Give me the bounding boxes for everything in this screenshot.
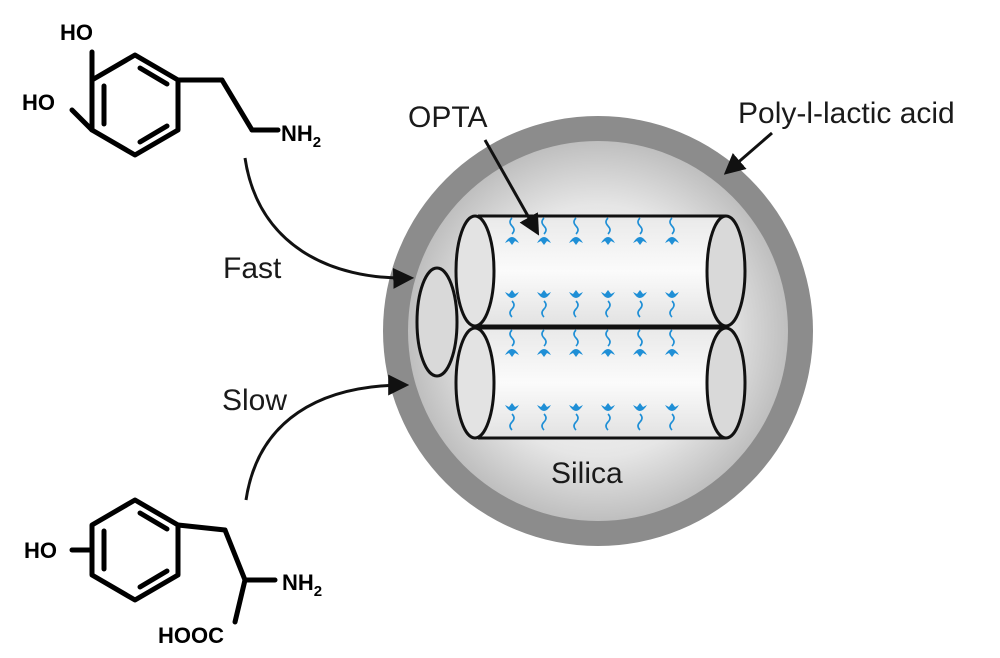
slow-uptake-arrow xyxy=(244,374,410,501)
opta-head xyxy=(665,403,679,411)
opta-tail xyxy=(605,217,611,235)
opta-tail xyxy=(637,413,643,431)
top-ho-1: HO xyxy=(60,20,93,45)
fast-uptake-arrow xyxy=(243,157,415,289)
opta-tail xyxy=(541,217,547,235)
opta-head xyxy=(537,237,551,245)
silica-label: Silica xyxy=(551,457,623,490)
opta-head xyxy=(633,237,647,245)
top-ho-2: HO xyxy=(22,90,55,115)
top-nh2: NH2 xyxy=(281,121,321,151)
opta-tail xyxy=(541,413,547,431)
opta-head xyxy=(505,290,519,298)
opta-head xyxy=(665,237,679,245)
opta-head xyxy=(505,403,519,411)
opta-tail xyxy=(605,300,611,318)
opta-head xyxy=(537,403,551,411)
opta-head xyxy=(665,290,679,298)
opta-head xyxy=(601,403,615,411)
fast-label: Fast xyxy=(223,252,282,285)
opta-head xyxy=(633,290,647,298)
opta-tail xyxy=(541,300,547,318)
pore-cylinder-lower xyxy=(454,326,747,440)
polymer-pointer-arrow xyxy=(723,131,773,175)
opta-tail xyxy=(541,329,547,347)
opta-head xyxy=(601,237,615,245)
bottom-nh2: NH2 xyxy=(282,570,322,600)
opta-tail xyxy=(509,300,515,318)
opta-head xyxy=(569,349,583,357)
opta-tail xyxy=(637,217,643,235)
polymer-label: Poly-l-lactic acid xyxy=(738,97,955,130)
opta-label: OPTA xyxy=(408,101,487,134)
bottom-ho: HO xyxy=(24,538,57,563)
opta-head xyxy=(505,349,519,357)
dopamine-structure: HO HO NH2 xyxy=(22,20,321,158)
opta-head xyxy=(505,237,519,245)
opta-tail xyxy=(573,300,579,318)
opta-tail xyxy=(509,413,515,431)
opta-head xyxy=(633,403,647,411)
opta-tail xyxy=(637,329,643,347)
opta-head xyxy=(665,349,679,357)
opta-tail xyxy=(509,329,515,347)
opta-tail xyxy=(669,329,675,347)
opta-tail xyxy=(509,217,515,235)
opta-tail xyxy=(637,300,643,318)
slow-label: Slow xyxy=(222,384,287,417)
opta-tail xyxy=(573,217,579,235)
opta-tail xyxy=(669,217,675,235)
opta-tail xyxy=(573,413,579,431)
pore-cylinder-upper xyxy=(454,214,747,328)
opta-head xyxy=(633,349,647,357)
opta-head xyxy=(569,403,583,411)
opta-head xyxy=(569,237,583,245)
opta-head xyxy=(537,290,551,298)
opta-tail xyxy=(573,329,579,347)
opta-head xyxy=(601,290,615,298)
opta-tail xyxy=(669,413,675,431)
opta-receptors xyxy=(505,217,679,431)
opta-head xyxy=(601,349,615,357)
pore-cylinder-small xyxy=(415,266,459,378)
opta-tail xyxy=(669,300,675,318)
opta-tail xyxy=(605,329,611,347)
bottom-cooh: HOOC xyxy=(158,623,224,648)
opta-head xyxy=(537,349,551,357)
opta-head xyxy=(569,290,583,298)
tyrosine-structure: HO NH2 HOOC xyxy=(24,497,322,648)
opta-pointer-arrow xyxy=(483,139,540,236)
opta-tail xyxy=(605,413,611,431)
